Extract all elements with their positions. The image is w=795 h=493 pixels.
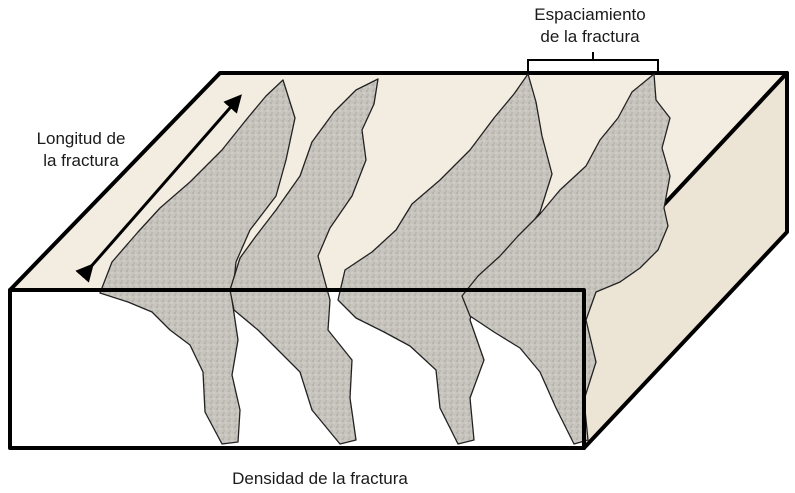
fracture-plane bbox=[461, 73, 671, 445]
fracture-plane bbox=[229, 78, 379, 445]
length-label: Longitud de la fractura bbox=[6, 128, 156, 172]
length-label-line2: la fractura bbox=[43, 151, 119, 170]
spacing-bracket bbox=[527, 52, 659, 73]
spacing-label-line2: de la fractura bbox=[540, 27, 640, 46]
block-front-face bbox=[8, 288, 586, 450]
density-label: Densidad de la fractura bbox=[232, 469, 408, 488]
spacing-label-line1: Espaciamiento bbox=[534, 5, 646, 24]
length-arrow bbox=[75, 94, 242, 283]
length-label-line1: Longitud de bbox=[36, 129, 126, 148]
spacing-label: Espaciamiento de la fractura bbox=[505, 4, 675, 48]
